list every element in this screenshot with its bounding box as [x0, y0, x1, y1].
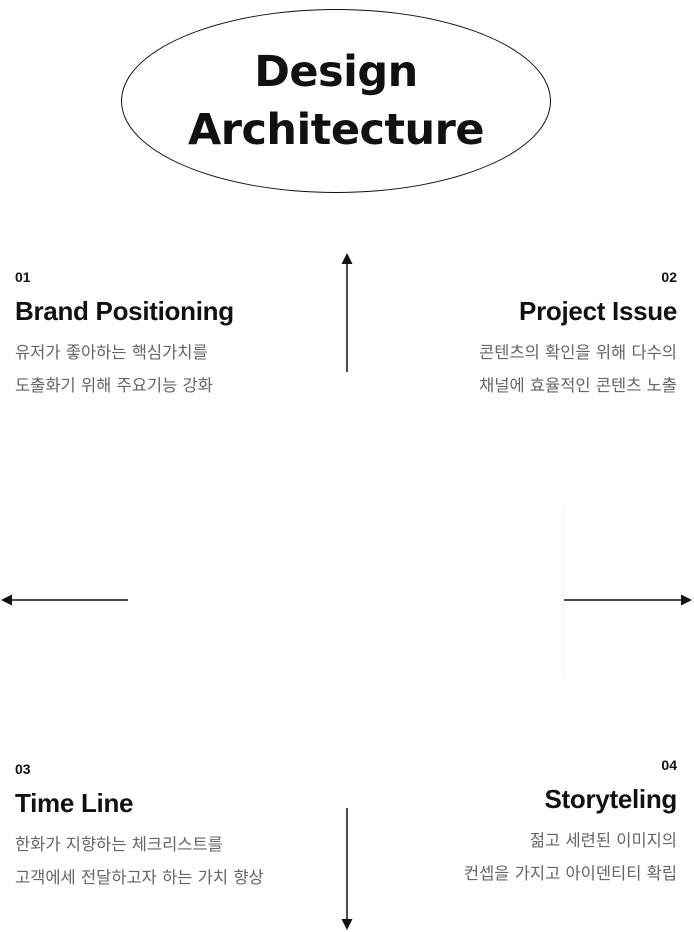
- item-heading: Brand Positioning: [15, 296, 234, 326]
- divider-line: [563, 505, 564, 675]
- item-time-line: 03 Time Line 한화가 지향하는 체크리스트를 고객에세 전달하고자 …: [15, 761, 264, 894]
- description-line: 유저가 좋아하는 핵심가치를: [15, 343, 208, 362]
- item-heading: Storyteling: [544, 784, 678, 814]
- item-number: 01: [15, 269, 31, 285]
- description-line: 채널에 효율적인 콘텐츠 노출: [479, 376, 677, 395]
- description-line: 고객에세 전달하고자 하는 가치 향상: [15, 868, 264, 887]
- item-description: 한화가 지향하는 체크리스트를 고객에세 전달하고자 하는 가치 향상: [15, 828, 264, 894]
- description-line: 컨셉을 가지고 아이덴티티 확립: [463, 864, 677, 883]
- item-heading: Time Line: [15, 788, 134, 818]
- item-number: 03: [15, 761, 31, 777]
- title-ellipse: Design Architecture: [121, 9, 551, 193]
- item-number: 02: [661, 269, 677, 285]
- item-brand-positioning: 01 Brand Positioning 유저가 좋아하는 핵심가치를 도출화기…: [15, 269, 234, 402]
- title-line-2: Architecture: [187, 105, 485, 155]
- item-description: 콘텐츠의 확인을 위해 다수의 채널에 효율적인 콘텐츠 노출: [479, 336, 677, 402]
- description-line: 콘텐츠의 확인을 위해 다수의: [479, 343, 677, 362]
- description-line: 한화가 지향하는 체크리스트를: [15, 835, 223, 854]
- item-heading: Project Issue: [519, 296, 677, 326]
- item-project-issue: 02 Project Issue 콘텐츠의 확인을 위해 다수의 채널에 효율적…: [479, 269, 677, 402]
- item-description: 젊고 세련된 이미지의 컨셉을 가지고 아이덴티티 확립: [464, 824, 677, 890]
- arrow-up-icon: [341, 253, 353, 372]
- arrow-down-icon: [341, 808, 353, 930]
- item-description: 유저가 좋아하는 핵심가치를 도출화기 위해 주요기능 강화: [15, 336, 234, 402]
- description-line: 도출화기 위해 주요기능 강화: [15, 376, 213, 395]
- item-storyteling: 04 Storyteling 젊고 세련된 이미지의 컨셉을 가지고 아이덴티티…: [464, 757, 677, 890]
- arrow-left-icon: [1, 594, 128, 606]
- title-line-1: Design: [254, 47, 418, 97]
- arrow-right-icon: [564, 594, 692, 606]
- description-line: 젊고 세련된 이미지의: [529, 831, 677, 850]
- item-number: 04: [661, 757, 677, 773]
